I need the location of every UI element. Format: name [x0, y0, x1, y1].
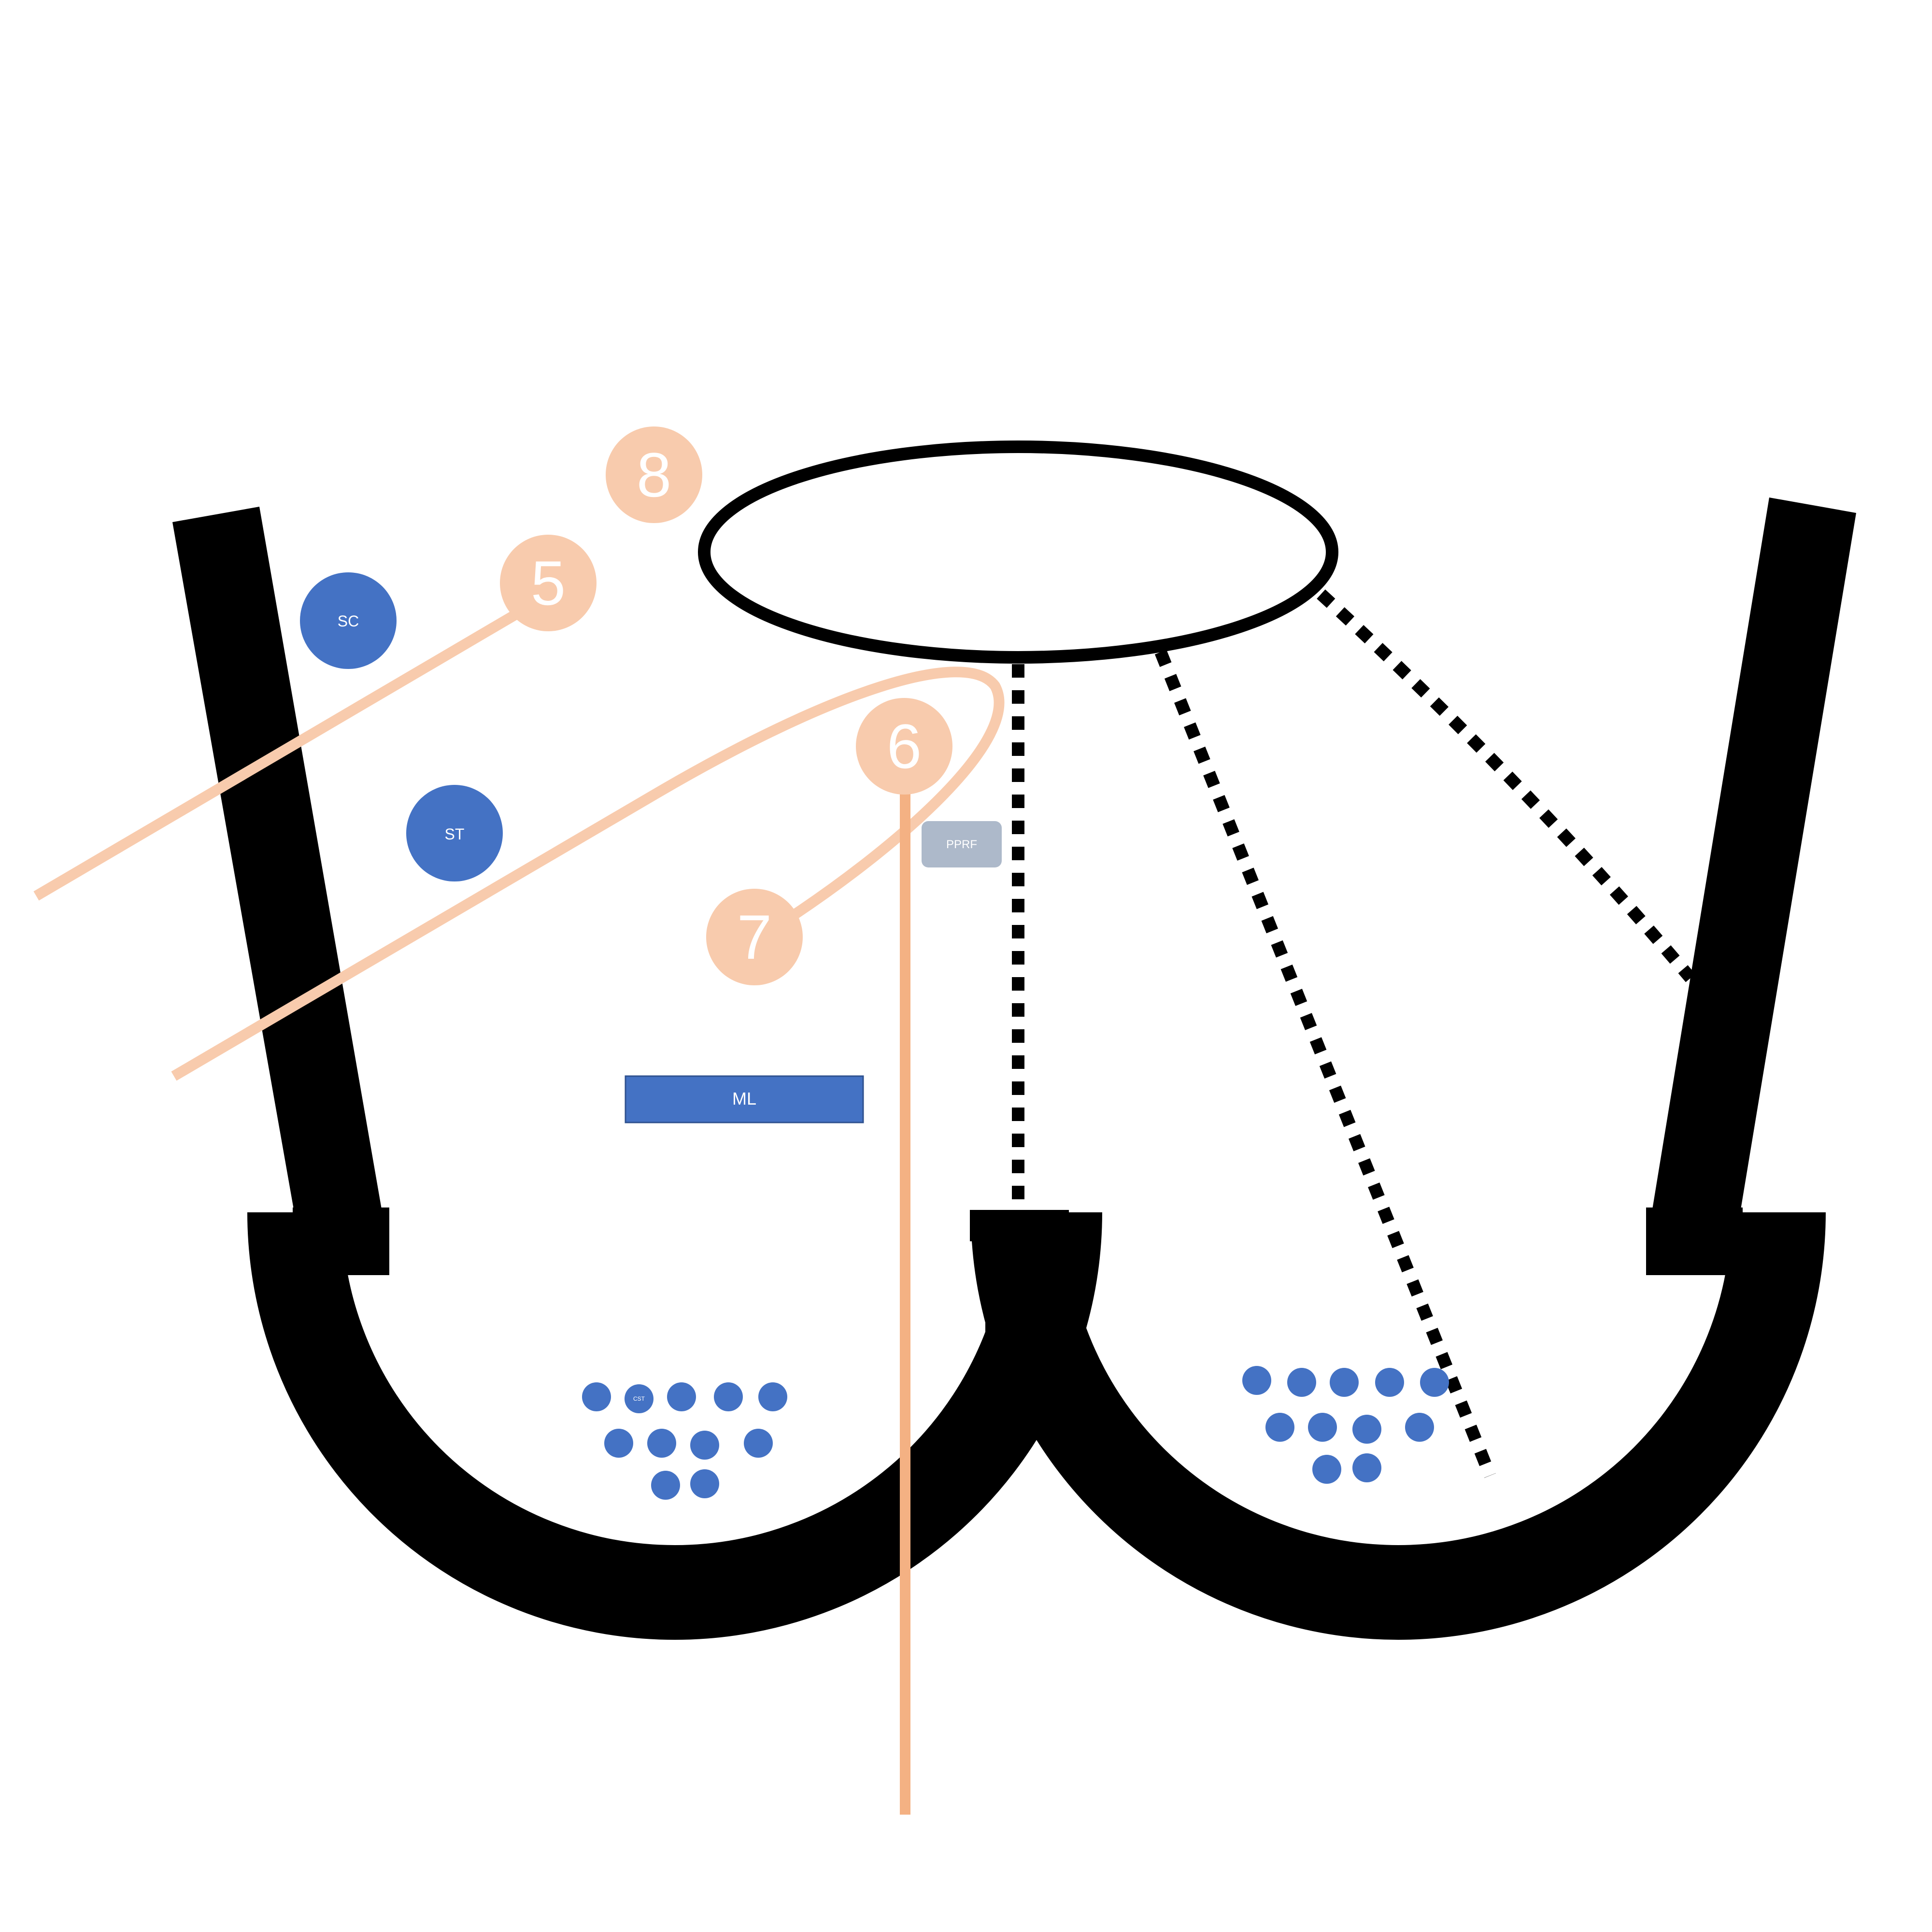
nerve-8-number: 8	[637, 440, 671, 510]
nerve-5-fiber	[33, 605, 527, 901]
nerve-5-marker	[500, 535, 597, 631]
pprf-label: PPRF	[946, 838, 977, 851]
dotted-line-lateral	[1317, 589, 1695, 982]
dotted-line-oblique	[1154, 650, 1496, 1478]
nucleus-sc: SC	[300, 572, 397, 669]
cst-dot	[651, 1471, 680, 1500]
nerve-7-marker	[706, 889, 803, 985]
fourth-ventricle-ellipse	[698, 440, 1338, 664]
cst-dot	[582, 1382, 611, 1411]
right-lateral-wall	[1650, 497, 1856, 1221]
medial-lemniscus: ML	[625, 1075, 864, 1123]
pprf-rect	[922, 821, 1002, 867]
cst-dot	[1287, 1368, 1316, 1397]
right-section-outline	[971, 497, 1856, 1640]
sc-circle	[300, 572, 397, 669]
nerve-7-number: 7	[737, 902, 772, 972]
cst-dot	[1420, 1368, 1449, 1397]
nerve-7-fiber	[171, 667, 1005, 1081]
nucleus-st: ST	[406, 785, 503, 881]
cst-dot	[690, 1431, 719, 1460]
cst-dot	[1352, 1453, 1381, 1482]
corticospinal-tract-right	[1242, 1366, 1449, 1484]
midline-junction	[985, 1232, 1053, 1367]
ml-rect	[625, 1075, 864, 1123]
cst-dot	[690, 1469, 719, 1498]
corticospinal-tract-left: CST	[582, 1382, 787, 1500]
cst-dot	[1312, 1455, 1341, 1484]
cst-label: CST	[633, 1395, 645, 1402]
nerve-6-marker	[856, 698, 952, 795]
right-u-corner	[1646, 1208, 1743, 1275]
dotted-guide-lines	[1012, 589, 1695, 1478]
cst-dot	[1308, 1413, 1337, 1442]
left-lateral-wall	[172, 507, 384, 1220]
pprf: PPRF	[922, 821, 1002, 867]
sc-label: SC	[338, 612, 359, 630]
cst-dot	[1242, 1366, 1271, 1395]
cranial-nerve-7: 7	[171, 667, 1005, 1081]
st-label: ST	[445, 825, 465, 843]
cst-dot	[1405, 1413, 1434, 1442]
cst-dot	[604, 1429, 633, 1458]
cst-dot	[667, 1382, 696, 1411]
st-circle	[406, 785, 503, 881]
right-u-curve	[971, 1212, 1826, 1640]
cst-dot	[1330, 1368, 1359, 1397]
nerve-6-number: 6	[887, 711, 922, 781]
cst-dot	[758, 1382, 787, 1411]
cst-dot	[714, 1382, 743, 1411]
nerve-5-number: 5	[531, 548, 566, 618]
cst-dot	[647, 1429, 676, 1458]
cst-dot-labeled	[625, 1384, 653, 1413]
left-u-corner	[293, 1208, 389, 1275]
cranial-nerve-5: 5	[33, 535, 597, 901]
left-section-outline	[172, 507, 1102, 1640]
cranial-nerve-8: 8	[606, 426, 702, 523]
cst-dot	[1265, 1413, 1294, 1442]
ml-label: ML	[732, 1089, 756, 1108]
nerve-8-marker	[606, 426, 702, 523]
cst-dot	[1352, 1415, 1381, 1444]
cst-dot	[1375, 1368, 1404, 1397]
cst-dot	[744, 1429, 773, 1458]
cranial-nerve-6: 6	[856, 698, 952, 1815]
